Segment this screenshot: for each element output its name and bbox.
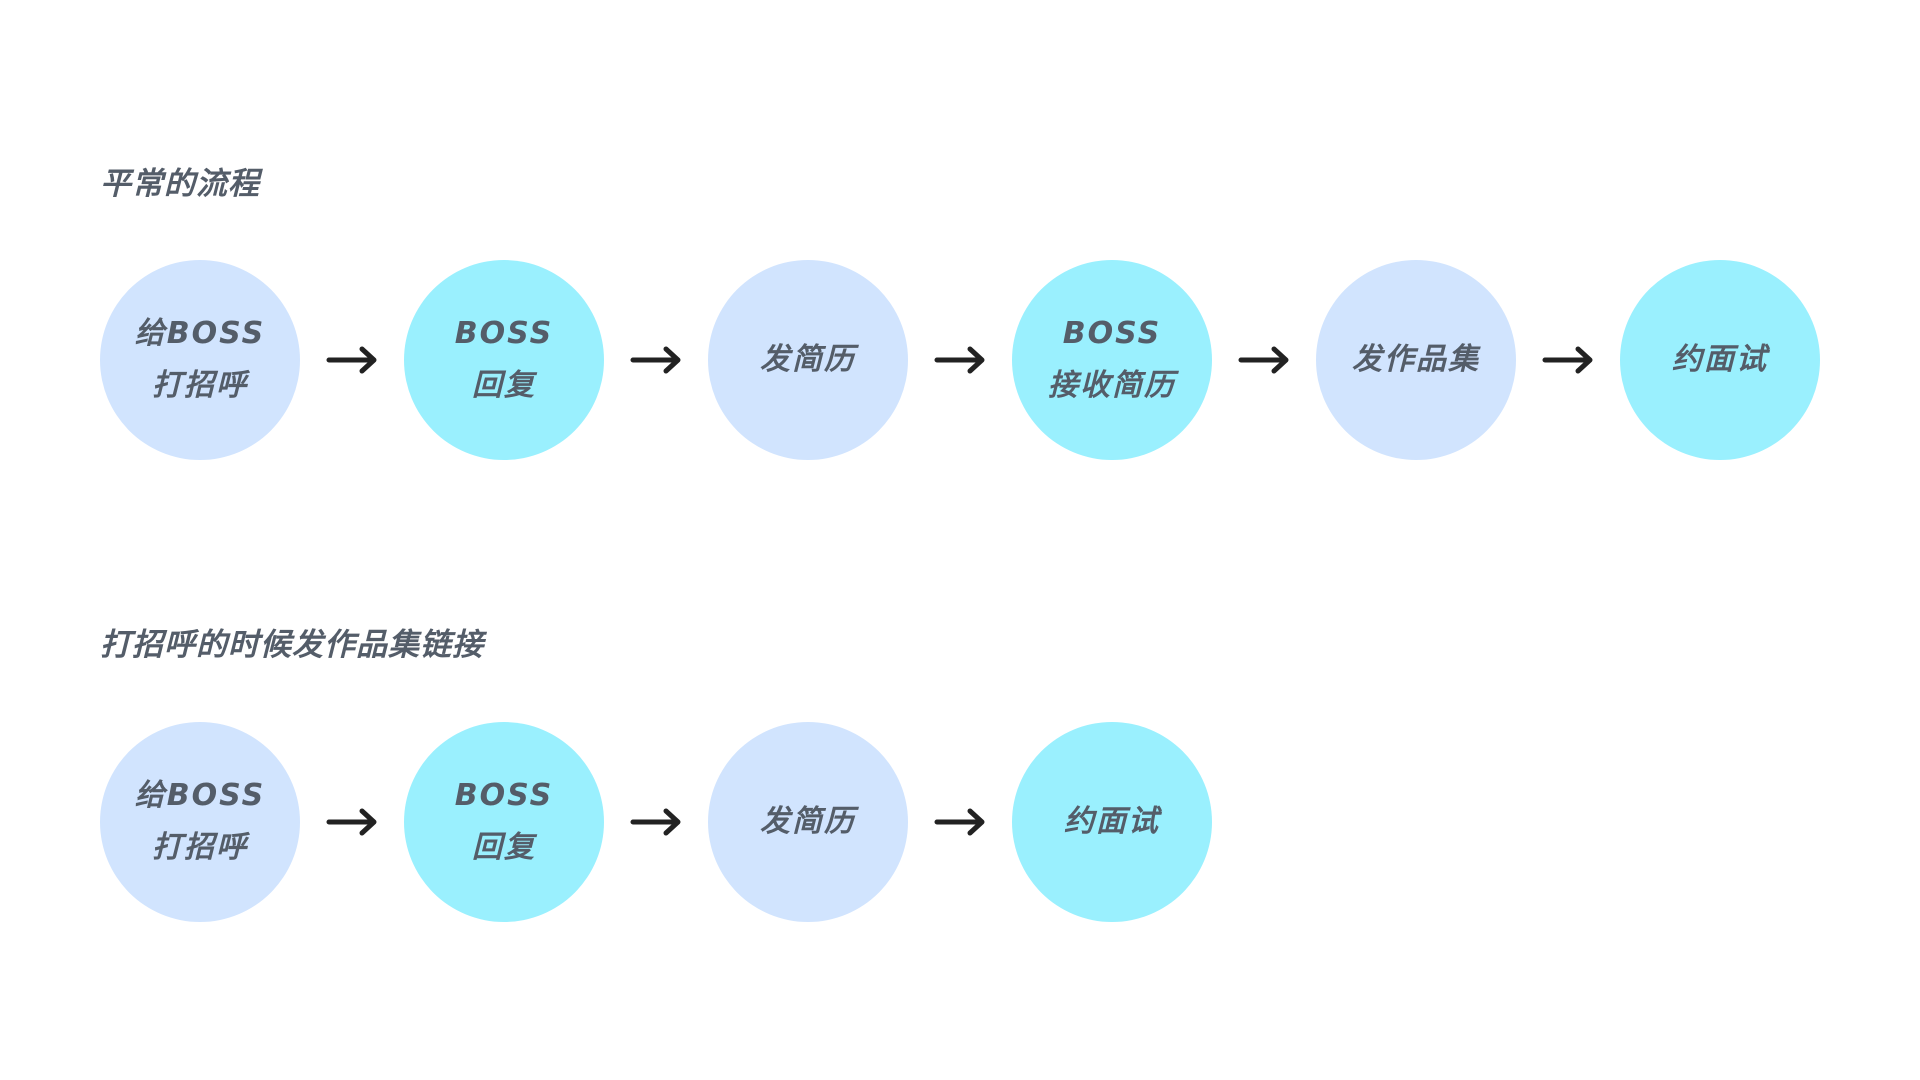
step-label: BOSS	[1062, 316, 1162, 351]
step-label: 发简历	[760, 804, 856, 839]
flow-step-circle: 约面试	[1012, 722, 1212, 922]
flow-title-portfolio-link: 打招呼的时候发作品集链接	[100, 627, 484, 663]
flow-step-circle: BOSS 回复	[404, 260, 604, 460]
step-label: 给BOSS	[134, 778, 266, 813]
arrow-right-icon	[604, 722, 708, 922]
flow-step-circle: 给BOSS 打招呼	[100, 722, 300, 922]
flow-step-circle: 给BOSS 打招呼	[100, 260, 300, 460]
step-label: 回复	[472, 830, 536, 865]
step-label: 约面试	[1064, 804, 1160, 839]
step-label: 给BOSS	[134, 316, 266, 351]
step-label: 回复	[472, 368, 536, 403]
flow-portfolio-link: 给BOSS 打招呼 BOSS 回复 发简历 约面试	[100, 722, 1212, 922]
arrow-right-icon	[1516, 260, 1620, 460]
flow-step-circle: 发作品集	[1316, 260, 1516, 460]
flow-step-circle: 发简历	[708, 722, 908, 922]
flow-step-circle: BOSS 接收简历	[1012, 260, 1212, 460]
step-label: BOSS	[454, 316, 554, 351]
arrow-right-icon	[300, 722, 404, 922]
flow-step-circle: 约面试	[1620, 260, 1820, 460]
arrow-right-icon	[604, 260, 708, 460]
step-label: BOSS	[454, 778, 554, 813]
step-label: 接收简历	[1048, 368, 1176, 403]
flow-step-circle: BOSS 回复	[404, 722, 604, 922]
step-label: 发作品集	[1352, 342, 1480, 377]
arrow-right-icon	[300, 260, 404, 460]
arrow-right-icon	[1212, 260, 1316, 460]
arrow-right-icon	[908, 260, 1012, 460]
step-label: 发简历	[760, 342, 856, 377]
flow-step-circle: 发简历	[708, 260, 908, 460]
step-label: 打招呼	[152, 368, 248, 403]
arrow-right-icon	[908, 722, 1012, 922]
flow-title-normal: 平常的流程	[100, 166, 260, 202]
step-label: 打招呼	[152, 830, 248, 865]
flow-normal: 给BOSS 打招呼 BOSS 回复 发简历 BOSS 接收简历 发作品集 约面试	[100, 260, 1820, 460]
step-label: 约面试	[1672, 342, 1768, 377]
